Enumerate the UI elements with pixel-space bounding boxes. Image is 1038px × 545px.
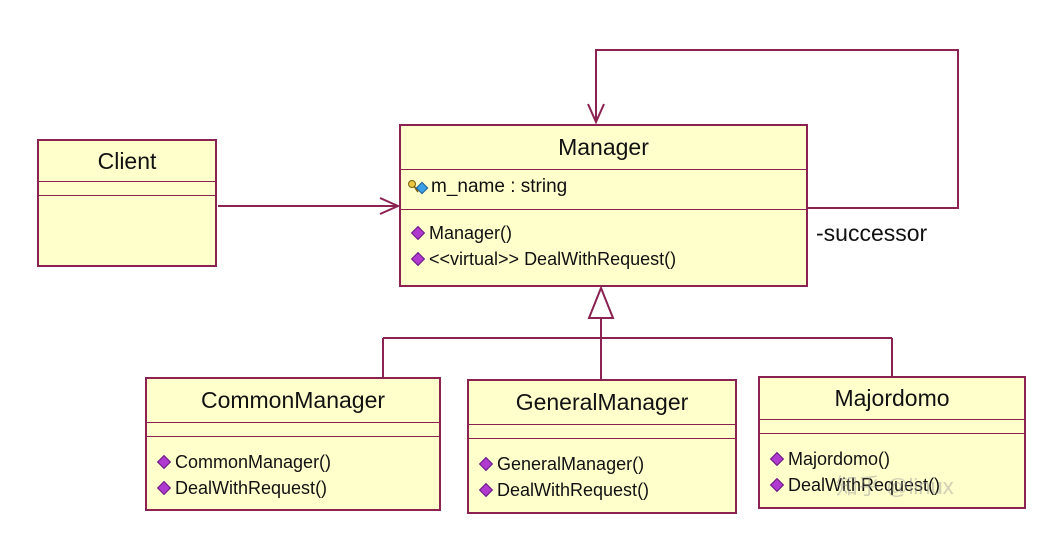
client-manager-association bbox=[218, 197, 401, 215]
operation-row: Manager() bbox=[401, 220, 806, 246]
operation-icon bbox=[410, 251, 426, 267]
operation-icon bbox=[156, 480, 172, 496]
class-attributes-empty bbox=[760, 420, 1024, 434]
operation-row: Majordomo() bbox=[760, 446, 1024, 472]
operation-text: Manager() bbox=[429, 222, 513, 243]
attribute-row: m_name : string bbox=[401, 174, 806, 200]
successor-self-association bbox=[587, 49, 959, 209]
operation-text: DealWithRequest() bbox=[497, 479, 650, 500]
class-name: Majordomo bbox=[760, 378, 1024, 420]
class-name: Client bbox=[39, 141, 215, 182]
class-operations: CommonManager() DealWithRequest() bbox=[147, 437, 439, 501]
generalization-tree bbox=[382, 285, 893, 379]
operation-icon bbox=[769, 451, 785, 467]
operation-text: <<virtual>> DealWithRequest() bbox=[429, 248, 677, 269]
class-attributes-empty bbox=[469, 425, 735, 439]
operation-text: DealWithRequest() bbox=[175, 477, 328, 498]
operation-row: <<virtual>> DealWithRequest() bbox=[401, 246, 806, 272]
operation-icon bbox=[478, 456, 494, 472]
operation-text: GeneralManager() bbox=[497, 453, 645, 474]
class-majordomo[interactable]: Majordomo Majordomo() DealWithRequest() bbox=[758, 376, 1026, 509]
operation-icon bbox=[478, 482, 494, 498]
operation-row: DealWithRequest() bbox=[760, 472, 1024, 498]
class-attributes: m_name : string bbox=[401, 170, 806, 210]
operation-row: DealWithRequest() bbox=[469, 477, 735, 503]
attribute-text: m_name : string bbox=[431, 176, 568, 197]
class-name: CommonManager bbox=[147, 379, 439, 423]
class-manager[interactable]: Manager m_name : string Manager() <<virt… bbox=[399, 124, 808, 287]
protected-attribute-icon bbox=[407, 178, 429, 196]
class-general-manager[interactable]: GeneralManager GeneralManager() DealWith… bbox=[467, 379, 737, 514]
operation-text: CommonManager() bbox=[175, 451, 332, 472]
inheritance-triangle bbox=[587, 285, 615, 319]
class-attributes-empty bbox=[147, 423, 439, 437]
operation-text: DealWithRequest() bbox=[788, 474, 941, 495]
operation-icon bbox=[769, 477, 785, 493]
successor-role-label: -successor bbox=[816, 220, 928, 246]
watermark: 知乎 @linux bbox=[836, 474, 954, 499]
class-name: GeneralManager bbox=[469, 381, 735, 425]
operation-icon bbox=[156, 454, 172, 470]
operation-text: Majordomo() bbox=[788, 448, 891, 469]
class-client[interactable]: Client bbox=[37, 139, 217, 267]
class-common-manager[interactable]: CommonManager CommonManager() DealWithRe… bbox=[145, 377, 441, 511]
class-operations: GeneralManager() DealWithRequest() bbox=[469, 439, 735, 503]
class-attributes-empty bbox=[39, 182, 215, 196]
class-name: Manager bbox=[401, 126, 806, 170]
class-operations: Majordomo() DealWithRequest() bbox=[760, 434, 1024, 498]
operation-icon bbox=[410, 225, 426, 241]
operation-row: GeneralManager() bbox=[469, 451, 735, 477]
operation-row: DealWithRequest() bbox=[147, 475, 439, 501]
operation-row: CommonManager() bbox=[147, 449, 439, 475]
class-operations: Manager() <<virtual>> DealWithRequest() bbox=[401, 210, 806, 272]
